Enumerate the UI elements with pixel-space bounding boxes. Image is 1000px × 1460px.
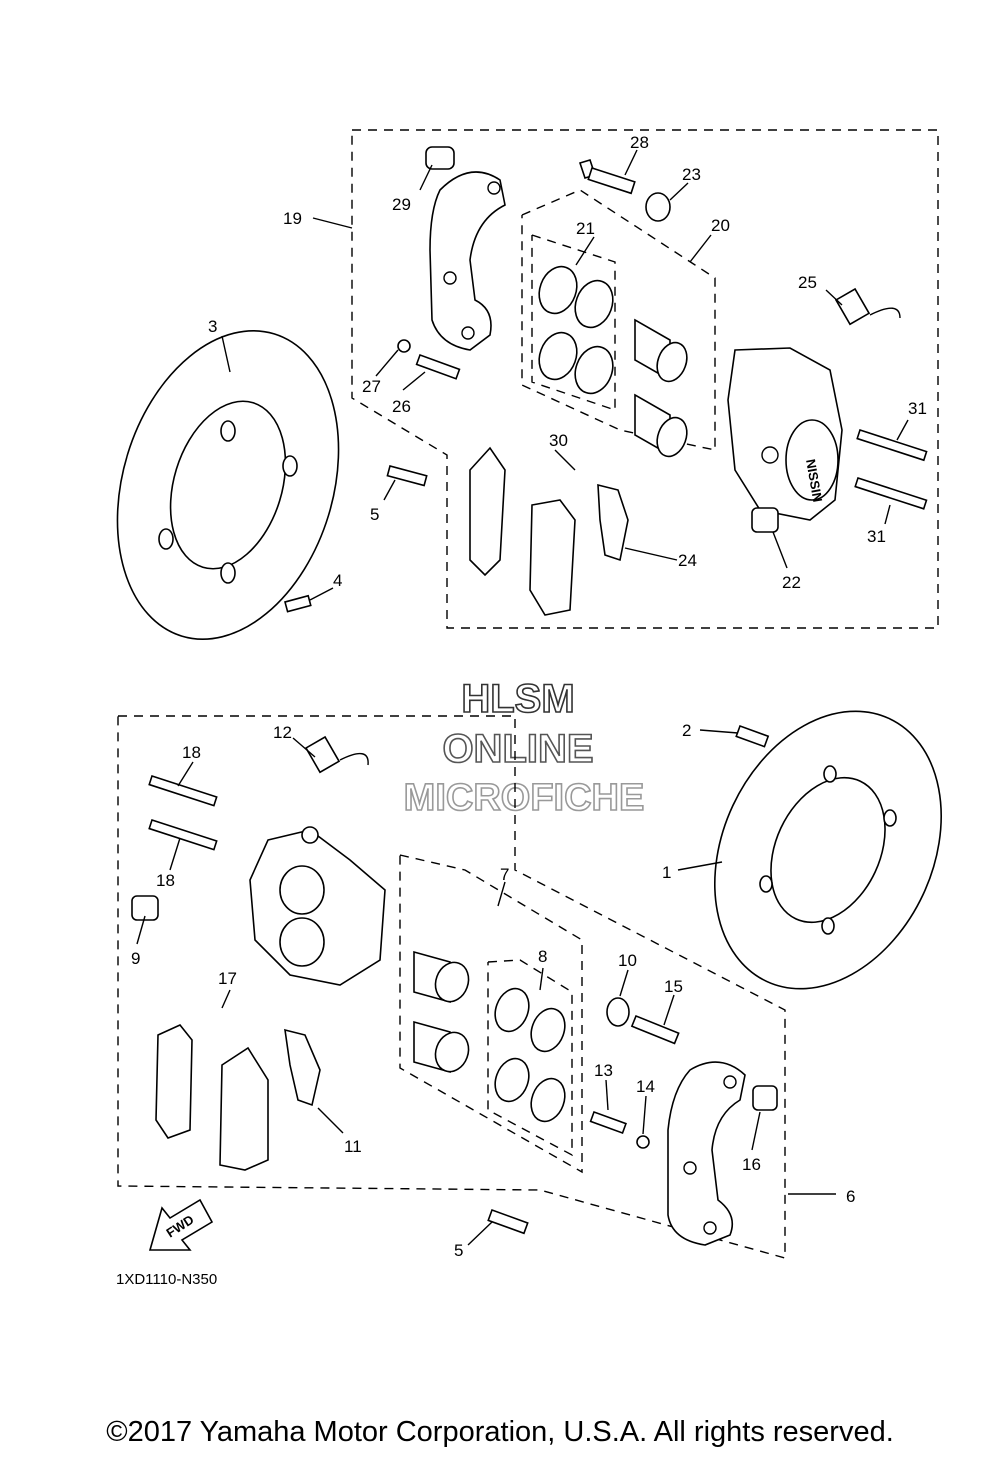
- callout-label: 11: [344, 1137, 362, 1156]
- callout-label: 5: [370, 505, 379, 524]
- callout-label: 30: [549, 431, 568, 450]
- brake-pad-left: [469, 446, 506, 577]
- callout-label: 7: [500, 865, 509, 884]
- watermark: HLSM ONLINE MICROFICHE: [403, 676, 645, 820]
- rear-brake-pad-right: [219, 1046, 269, 1171]
- callout-label: 6: [846, 1187, 855, 1206]
- callout-label: 26: [392, 397, 411, 416]
- callout-label: 31: [908, 399, 927, 418]
- callout-label: 10: [618, 951, 637, 970]
- callout-label: 23: [682, 165, 701, 184]
- lower-caliper-assembly: FWD: [117, 710, 942, 1259]
- rear-caliper-body: [249, 826, 386, 986]
- callout-label: 12: [273, 723, 292, 742]
- callout-label: 25: [798, 273, 817, 292]
- callout-label: 27: [362, 377, 381, 396]
- callout-label: 8: [538, 947, 547, 966]
- callout-label: 18: [182, 743, 201, 762]
- rear-brake-disc: [714, 710, 942, 990]
- front-caliper-body: NISSIN: [727, 347, 843, 521]
- watermark-line1: HLSM: [461, 677, 574, 721]
- upper-pistons: [634, 318, 688, 458]
- rear-brake-pad-left: [155, 1024, 193, 1139]
- callout-label: 24: [678, 551, 697, 570]
- watermark-line3: MICROFICHE: [404, 777, 645, 819]
- caliper-bracket: [429, 171, 506, 351]
- callout-labels: 1 2 3 4 5 5 6 7 8 9 10 11 12 13 14 15 16…: [131, 133, 927, 1260]
- callout-label: 13: [594, 1061, 613, 1080]
- callout-label: 1: [662, 863, 671, 882]
- fwd-arrow-icon: FWD: [148, 1198, 214, 1251]
- callout-label: 28: [630, 133, 649, 152]
- brake-pad-right: [529, 499, 576, 616]
- rear-pad-spring: [284, 1028, 321, 1107]
- callout-label: 21: [576, 219, 595, 238]
- callout-label: 5: [454, 1241, 463, 1260]
- callout-label: 18: [156, 871, 175, 890]
- bolt-29: [425, 146, 455, 170]
- callout-label: 16: [742, 1155, 761, 1174]
- callout-label: 3: [208, 317, 217, 336]
- callout-label: 20: [711, 216, 730, 235]
- callout-label: 14: [636, 1077, 655, 1096]
- callout-label: 22: [782, 573, 801, 592]
- callout-label: 4: [333, 571, 342, 590]
- rear-caliper-bracket: [667, 1061, 746, 1246]
- callout-label: 19: [283, 209, 302, 228]
- front-brake-disc: [116, 330, 340, 640]
- diagram-code: 1XD1110-N350: [116, 1271, 217, 1288]
- upper-caliper-assembly: NISSIN: [116, 129, 939, 640]
- svg-text:NISSIN: NISSIN: [803, 458, 825, 503]
- copyright-notice: ©2017 Yamaha Motor Corporation, U.S.A. A…: [106, 1416, 894, 1448]
- callout-label: 31: [867, 527, 886, 546]
- watermark-line2: ONLINE: [442, 727, 593, 771]
- callout-label: 15: [664, 977, 683, 996]
- callout-label: 17: [218, 969, 237, 988]
- pad-spring: [597, 483, 629, 562]
- callout-label: 29: [392, 195, 411, 214]
- lower-pistons: [413, 950, 470, 1074]
- callout-label: 2: [682, 721, 691, 740]
- callout-label: 9: [131, 949, 140, 968]
